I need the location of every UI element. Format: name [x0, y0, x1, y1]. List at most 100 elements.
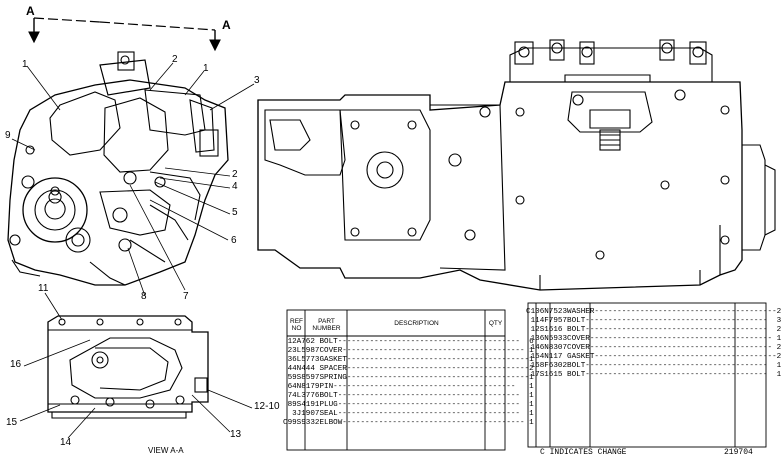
dash-leader: ---------------------------------------- [346, 356, 530, 364]
header-part-line2: NUMBER [312, 325, 341, 332]
description: PIN-------------------------------------… [319, 383, 516, 391]
callout-label: 15 [6, 417, 18, 428]
header-ref-line1: REF [290, 318, 303, 325]
callout-label: 1 [22, 59, 28, 70]
callout-label: 11 [38, 283, 49, 294]
part-number: 4N444 [292, 365, 315, 373]
parts-table-left-frame [286, 309, 506, 451]
ref-number: 9 [287, 419, 293, 427]
header-part-line1: PART [318, 318, 335, 325]
quantity: 1 [529, 383, 534, 391]
quantity: 2 [776, 326, 781, 334]
description: COVER-----------------------------------… [567, 344, 773, 352]
quantity: 2 [529, 365, 534, 373]
dash-leader: ---------------------------------------- [589, 344, 773, 352]
ref-number: 15 [530, 353, 540, 361]
header-ref-line2: NO [291, 325, 302, 332]
parts-table-right-frame [527, 302, 767, 448]
header-ref: REF NO [288, 318, 305, 332]
dash-leader: ---------------------------------------- [342, 347, 525, 355]
ref-number: 10 [530, 308, 540, 316]
dash-leader: ---------------------------------------- [594, 353, 777, 361]
description: SPACER----------------------------------… [319, 365, 530, 373]
part-number: 6N5933 [539, 335, 568, 343]
section-mark-a-right: A [222, 18, 231, 32]
dash-leader: ---------------------------------------- [333, 383, 516, 391]
ref-number: 5 [287, 374, 293, 382]
description: BOLT------------------------------------… [567, 326, 768, 334]
part-number: 8F6302 [539, 362, 568, 370]
quantity: 6 [529, 338, 534, 346]
callout-label: 6 [231, 235, 237, 246]
drawing-number: 219704 [724, 448, 753, 457]
description: SPRING----------------------------------… [319, 374, 530, 382]
quantity: 1 [529, 419, 534, 427]
part-number: 4F7957 [539, 317, 568, 325]
quantity: 1 [529, 392, 534, 400]
ref-number: 12 [530, 326, 540, 334]
part-number: 4N117 [539, 353, 563, 361]
part-number: S1615 [539, 371, 563, 379]
dash-leader: ---------------------------------------- [585, 362, 768, 370]
callout-label: 13 [230, 429, 242, 440]
description: PLUG------------------------------------… [319, 401, 520, 409]
ref-number: 1 [287, 338, 293, 346]
callout-label: 1 [203, 63, 209, 74]
part-number: 3L5987 [292, 347, 320, 355]
callout-label: 4 [232, 181, 238, 192]
quantity: 2 [776, 344, 781, 352]
ref-number: 17 [530, 371, 540, 379]
change-indicator-note: C INDICATES CHANGE [540, 448, 627, 457]
part-number: 6N8307 [539, 344, 568, 352]
quantity: 1 [776, 362, 781, 370]
governor-housing-left [7, 51, 229, 286]
description: ELBOW-----------------------------------… [319, 419, 525, 427]
ref-number: 6 [287, 383, 293, 391]
ref-number: 2 [287, 347, 293, 355]
header-description: DESCRIPTION [394, 320, 439, 327]
description: BOLT------------------------------------… [319, 338, 520, 346]
callout-label: 12-10 [254, 401, 280, 412]
part-number: 9S8597 [292, 374, 320, 382]
description: BOLT------------------------------------… [319, 392, 520, 400]
dash-leader: ---------------------------------------- [342, 419, 525, 427]
quantity: 1 [529, 374, 534, 382]
description: GASKET----------------------------------… [567, 353, 777, 361]
description: BOLT------------------------------------… [567, 317, 768, 325]
quantity: 1 [776, 335, 781, 343]
callout-label: 2 [232, 169, 238, 180]
quantity: 1 [529, 401, 534, 409]
quantity: 2 [776, 353, 781, 361]
quantity: 2 [776, 308, 781, 316]
quantity: 1 [776, 371, 781, 379]
dash-leader: ---------------------------------------- [589, 335, 773, 343]
quantity: 1 [529, 356, 534, 364]
part-number: 9S4191 [292, 401, 320, 409]
header-part-number: PART NUMBER [306, 318, 347, 332]
part-number: 4L3776 [292, 392, 320, 400]
dash-leader: ---------------------------------------- [585, 317, 768, 325]
dash-leader: ---------------------------------------- [337, 401, 520, 409]
dash-leader: ---------------------------------------- [346, 374, 530, 382]
view-a-a-drawing [47, 315, 209, 419]
dash-leader: ---------------------------------------- [337, 392, 520, 400]
change-mark: C [526, 308, 531, 316]
description: BOLT------------------------------------… [567, 371, 768, 379]
ref-number: 4 [287, 365, 293, 373]
ref-number: 8 [287, 401, 293, 409]
ref-number: 14 [530, 344, 540, 352]
leader-lines-view [19, 292, 253, 439]
